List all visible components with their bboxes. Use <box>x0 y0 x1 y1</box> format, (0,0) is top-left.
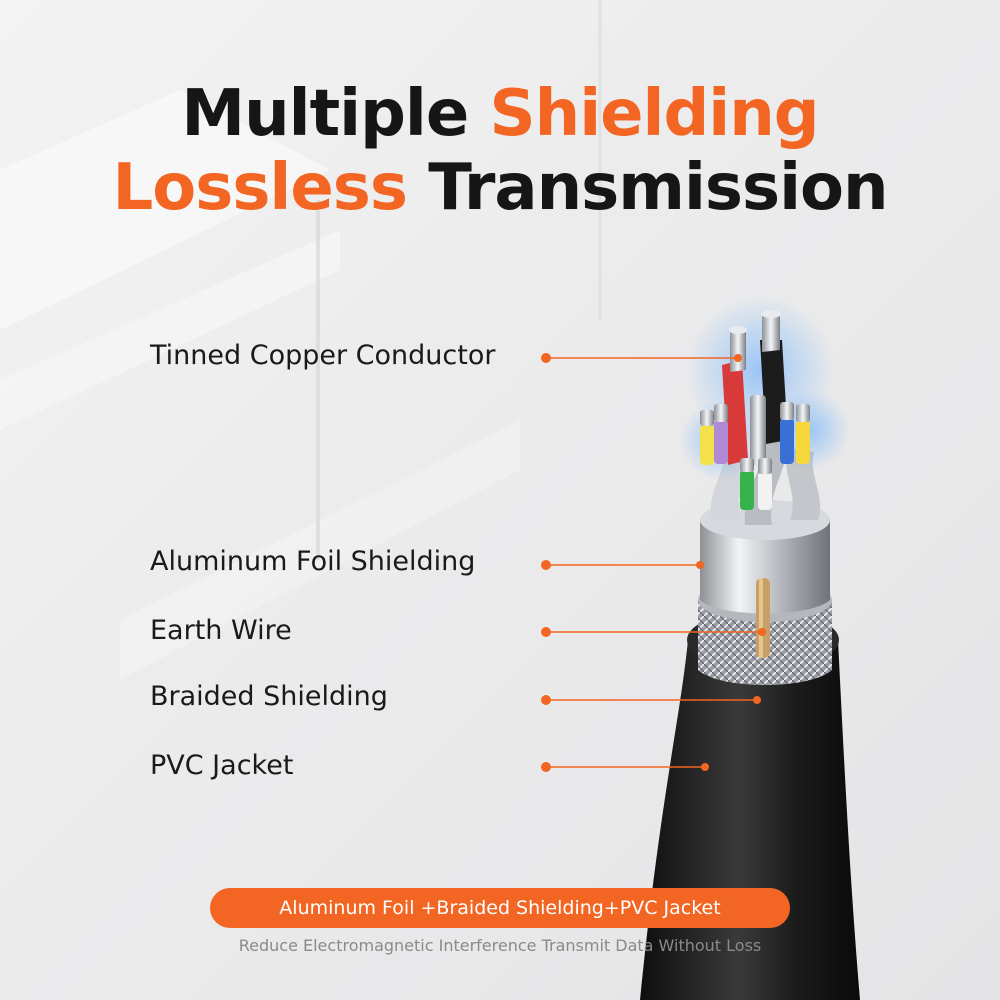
headline-dark-word: Transmission <box>428 151 888 225</box>
callout-dot <box>541 353 551 363</box>
headline-dark-word: Multiple <box>181 77 490 151</box>
headline-line-2: Lossless Transmission <box>0 152 1000 224</box>
label-braided-shielding: Braided Shielding <box>150 681 388 712</box>
label-aluminum-foil-shielding: Aluminum Foil Shielding <box>150 546 476 577</box>
subtitle: Reduce Electromagnetic Interference Tran… <box>238 936 762 955</box>
label-earth-wire: Earth Wire <box>150 615 292 646</box>
label-tinned-copper-conductor: Tinned Copper Conductor <box>150 340 496 371</box>
headline-line-1: Multiple Shielding <box>0 78 1000 150</box>
label-pvc-jacket: PVC Jacket <box>150 750 294 781</box>
headline-accent-word: Lossless <box>112 151 429 225</box>
headline-accent-word: Shielding <box>489 77 820 151</box>
feature-pill: Aluminum Foil +Braided Shielding+PVC Jac… <box>210 888 790 928</box>
